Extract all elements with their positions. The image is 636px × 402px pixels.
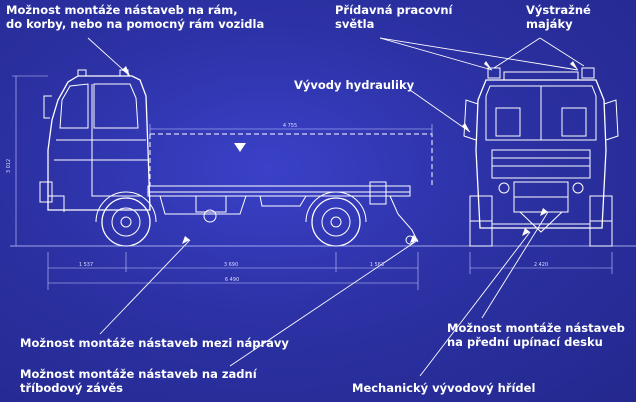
label-extra-work-lights-line2: světla: [335, 17, 375, 31]
dim-front-overhang: 1 537: [79, 262, 93, 268]
label-extra-work-lights-line1: Přídavná pracovní: [335, 3, 453, 17]
label-hydraulic-outlets: Vývody hydrauliky: [294, 78, 415, 92]
label-rear-hitch-line2: tříbodový závěs: [20, 381, 123, 395]
label-warning-beacons-line2: majáky: [526, 17, 573, 31]
dim-track-width: 2 420: [534, 262, 548, 268]
dim-wheelbase: 3 690: [224, 262, 238, 268]
label-front-plate: Možnost montáže nástaveb na přední upína…: [447, 321, 625, 349]
label-rear-hitch: Možnost montáže nástaveb na zadní tříbod…: [20, 367, 257, 395]
label-frame-mounting: Možnost montáže nástaveb na rám, do korb…: [6, 3, 264, 31]
front-view-truck: [463, 67, 619, 247]
label-extra-work-lights: Přídavná pracovní světla: [335, 3, 453, 31]
dimension-values: 4 755 3 012 1 537 3 690 1 563 6 490 2 42…: [6, 123, 548, 283]
label-front-plate-line2: na přední upínací desku: [447, 335, 603, 349]
dimension-lines: [12, 75, 613, 290]
label-front-plate-line1: Možnost montáže nástaveb: [447, 321, 625, 335]
label-frame-mounting-line1: Možnost montáže nástaveb na rám,: [6, 3, 238, 17]
label-frame-mounting-line2: do korby, nebo na pomocný rám vozidla: [6, 17, 265, 31]
dim-rear-overhang: 1 563: [370, 262, 384, 268]
dim-overall-length: 6 490: [225, 277, 239, 283]
leader-arrowheads: [122, 61, 578, 244]
label-warning-beacons: Výstražné majáky: [526, 3, 591, 31]
dim-bed-length: 4 755: [283, 123, 297, 129]
label-between-axles: Možnost montáže nástaveb mezi nápravy: [20, 336, 289, 350]
label-rear-hitch-line1: Možnost montáže nástaveb na zadní: [20, 367, 257, 381]
leader-lines: [87, 37, 585, 377]
label-warning-beacons-line1: Výstražné: [526, 3, 591, 17]
side-view-truck: [39, 69, 433, 247]
dim-height: 3 012: [6, 159, 12, 173]
label-pto-shaft: Mechanický vývodový hřídel: [352, 381, 536, 395]
